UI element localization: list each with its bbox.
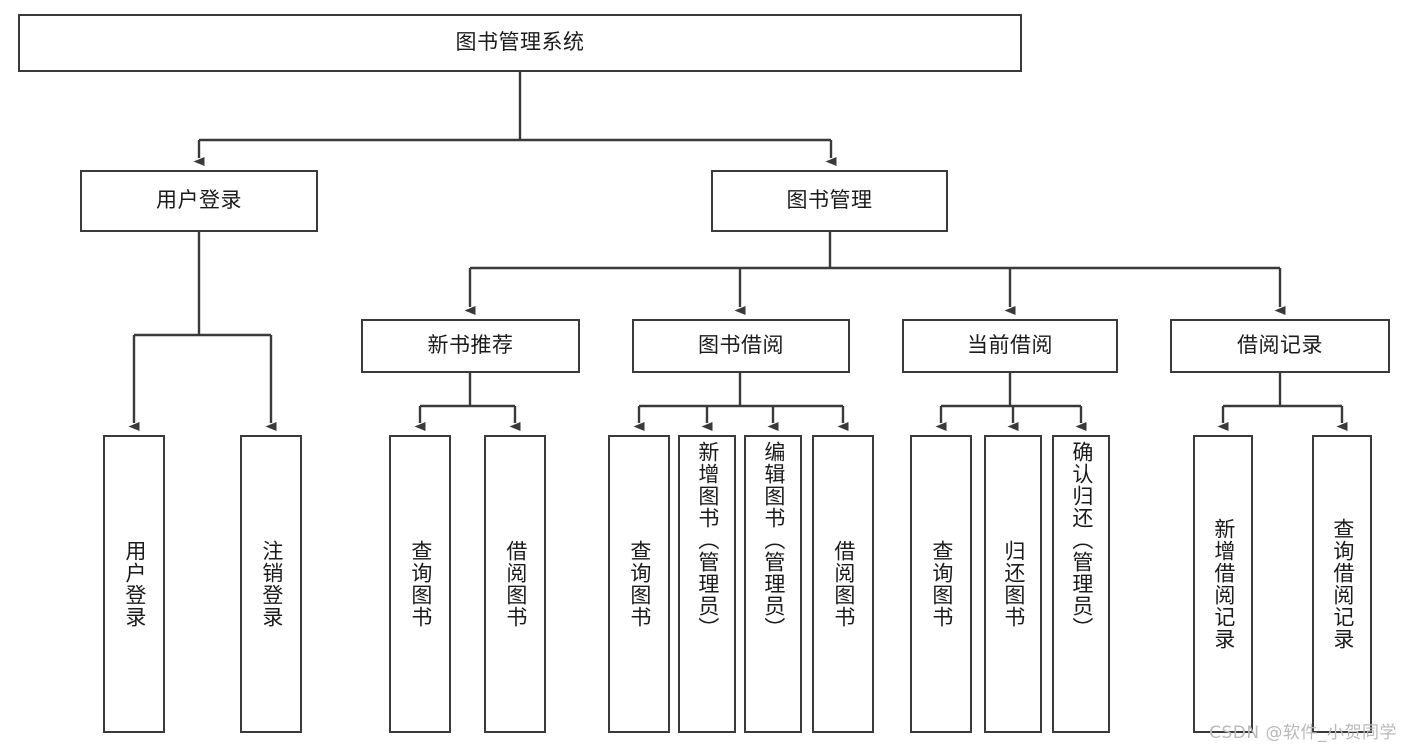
node-leaf-return-book[interactable]: 归还图书 bbox=[984, 435, 1042, 733]
csdn-watermark: CSDN @软件_小贺同学 bbox=[1209, 723, 1397, 743]
node-book-management-label: 图书管理 bbox=[786, 188, 873, 213]
node-current-borrow-label: 当前借阅 bbox=[967, 333, 1053, 358]
node-leaf-borrow-book[interactable]: 借阅图书 bbox=[812, 435, 874, 733]
node-leaf-query-book-current-label: 查询图书 bbox=[929, 540, 954, 628]
node-root-label: 图书管理系统 bbox=[455, 30, 585, 55]
node-leaf-edit-book[interactable]: 编辑图书（管理员） bbox=[744, 435, 802, 733]
node-user-login-label: 用户登录 bbox=[156, 188, 242, 213]
node-leaf-query-book-borrow[interactable]: 查询图书 bbox=[608, 435, 670, 733]
node-new-book-recommend[interactable]: 新书推荐 bbox=[361, 319, 580, 373]
node-book-borrow[interactable]: 图书借阅 bbox=[632, 319, 850, 373]
node-leaf-edit-book-label: 编辑图书（管理员） bbox=[761, 441, 786, 639]
node-leaf-user-login[interactable]: 用户登录 bbox=[103, 435, 165, 733]
node-leaf-query-borrow-record[interactable]: 查询借阅记录 bbox=[1312, 435, 1372, 733]
node-leaf-return-book-label: 归还图书 bbox=[1001, 540, 1026, 628]
node-leaf-query-book-recommend-label: 查询图书 bbox=[408, 540, 433, 628]
node-leaf-query-book-current[interactable]: 查询图书 bbox=[910, 435, 972, 733]
node-leaf-add-book[interactable]: 新增图书（管理员） bbox=[678, 435, 736, 733]
node-leaf-add-borrow-record[interactable]: 新增借阅记录 bbox=[1193, 435, 1253, 733]
node-current-borrow[interactable]: 当前借阅 bbox=[902, 319, 1118, 373]
node-leaf-logout[interactable]: 注销登录 bbox=[240, 435, 302, 733]
node-leaf-confirm-return[interactable]: 确认归还（管理员） bbox=[1052, 435, 1110, 733]
node-leaf-add-borrow-record-label: 新增借阅记录 bbox=[1211, 518, 1236, 650]
node-book-borrow-label: 图书借阅 bbox=[698, 333, 784, 358]
node-user-login[interactable]: 用户登录 bbox=[80, 170, 318, 232]
node-leaf-logout-label: 注销登录 bbox=[259, 540, 284, 628]
node-leaf-borrow-book-recommend-label: 借阅图书 bbox=[503, 540, 528, 628]
node-leaf-user-login-label: 用户登录 bbox=[122, 540, 147, 628]
node-book-management[interactable]: 图书管理 bbox=[711, 170, 948, 232]
node-leaf-add-book-label: 新增图书（管理员） bbox=[695, 441, 720, 639]
node-leaf-query-borrow-record-label: 查询借阅记录 bbox=[1330, 518, 1355, 650]
node-new-book-recommend-label: 新书推荐 bbox=[427, 333, 514, 358]
node-root[interactable]: 图书管理系统 bbox=[18, 14, 1022, 72]
node-leaf-query-book-borrow-label: 查询图书 bbox=[627, 540, 652, 628]
node-leaf-query-book-recommend[interactable]: 查询图书 bbox=[389, 435, 451, 733]
node-leaf-borrow-book-label: 借阅图书 bbox=[831, 540, 856, 628]
node-leaf-confirm-return-label: 确认归还（管理员） bbox=[1069, 441, 1094, 639]
node-borrow-record[interactable]: 借阅记录 bbox=[1170, 319, 1390, 373]
node-leaf-borrow-book-recommend[interactable]: 借阅图书 bbox=[484, 435, 546, 733]
node-borrow-record-label: 借阅记录 bbox=[1237, 333, 1323, 358]
